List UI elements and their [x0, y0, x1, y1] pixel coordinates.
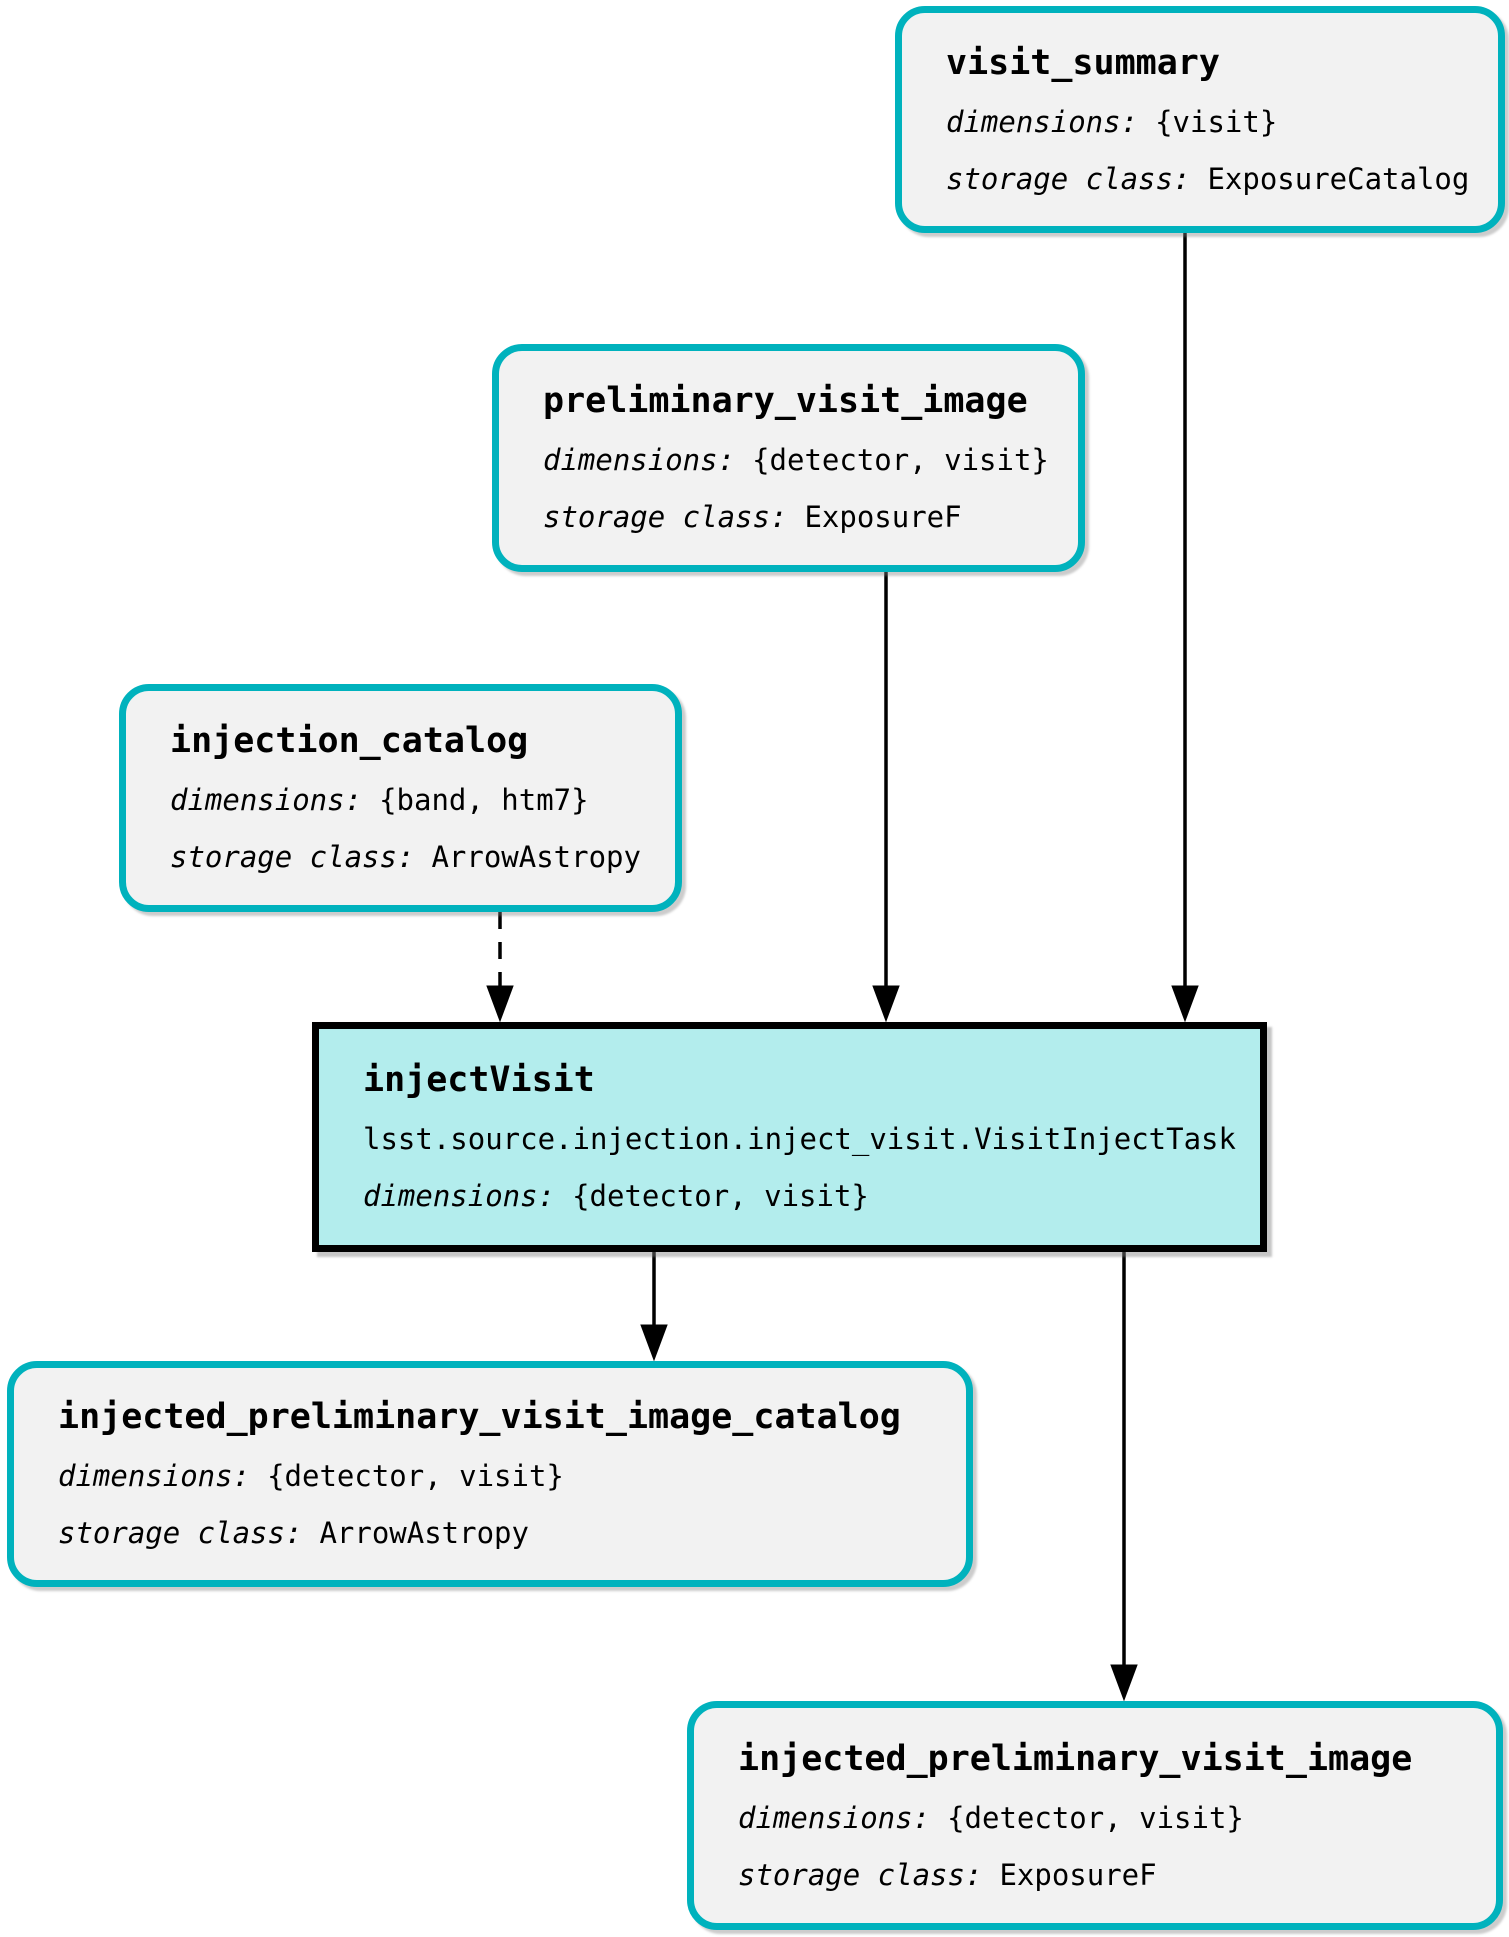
storage-class-value: ArrowAstropy: [319, 1516, 529, 1551]
dimensions-label: dimensions:: [738, 1800, 931, 1835]
node-title: preliminary_visit_image: [543, 381, 1028, 422]
node-dimensions: dimensions: {detector, visit}: [738, 1801, 1452, 1836]
node-dimensions: dimensions: {band, htm7}: [170, 783, 631, 818]
storage-class-value: ArrowAstropy: [431, 840, 641, 875]
dimensions-label: dimensions:: [58, 1459, 251, 1494]
node-storage-class: storage class: ExposureF: [738, 1858, 1452, 1893]
storage-class-value: ExposureCatalog: [1207, 161, 1470, 196]
node-storage-class: storage class: ArrowAstropy: [170, 840, 641, 875]
node-title: injectVisit: [363, 1060, 595, 1101]
storage-class-value: ExposureF: [999, 1857, 1157, 1892]
edge-injectvisit-to-injected-preliminary-visit-image: [1110, 1252, 1138, 1702]
node-injectvisit-task: injectVisit lsst.source.injection.inject…: [312, 1022, 1267, 1252]
node-preliminary-visit-image: preliminary_visit_image dimensions: {dete…: [492, 344, 1085, 572]
node-visit-summary: visit_summary dimensions: {visit} storage…: [895, 6, 1505, 233]
node-injection-catalog: injection_catalog dimensions: {band, htm7…: [119, 684, 682, 912]
node-title: injected_preliminary_visit_image_catalog: [58, 1397, 901, 1438]
dimensions-value: {detector, visit}: [267, 1459, 564, 1494]
dimensions-value: {detector, visit}: [947, 1800, 1244, 1835]
node-storage-class: storage class: ExposureCatalog: [946, 161, 1469, 197]
task-class-path: lsst.source.injection.inject_visit.Visit…: [363, 1122, 1236, 1157]
node-injected-preliminary-visit-image-catalog: injected_preliminary_visit_image_catalog…: [7, 1361, 973, 1587]
node-injected-preliminary-visit-image: injected_preliminary_visit_image dimensi…: [687, 1701, 1503, 1930]
edge-preliminary-visit-image-to-injectvisit: [872, 572, 900, 1023]
node-storage-class: storage class: ExposureF: [543, 500, 1034, 535]
dimensions-value: {detector, visit}: [572, 1179, 869, 1214]
storage-class-label: storage class:: [58, 1516, 303, 1551]
dimensions-label: dimensions:: [363, 1179, 556, 1214]
dimensions-value: {band, htm7}: [379, 783, 589, 818]
edge-injection-catalog-to-injectvisit: [486, 912, 514, 1023]
storage-class-label: storage class:: [738, 1857, 983, 1892]
edge-injectvisit-to-injected-preliminary-visit-image-catalog: [640, 1252, 668, 1362]
storage-class-label: storage class:: [543, 500, 788, 535]
node-title: visit_summary: [946, 42, 1220, 83]
task-class-value: lsst.source.injection.inject_visit.Visit…: [363, 1122, 1236, 1157]
storage-class-label: storage class:: [946, 161, 1191, 196]
edge-visit-summary-to-injectvisit: [1171, 233, 1199, 1023]
node-dimensions: dimensions: {detector, visit}: [543, 443, 1049, 478]
dimensions-value: {visit}: [1155, 104, 1278, 139]
dimensions-label: dimensions:: [946, 104, 1139, 139]
dimensions-label: dimensions:: [543, 443, 736, 478]
dimensions-label: dimensions:: [170, 783, 363, 818]
node-dimensions: dimensions: {visit}: [946, 105, 1454, 140]
node-title: injected_preliminary_visit_image: [738, 1738, 1413, 1779]
node-dimensions: dimensions: {detector, visit}: [363, 1179, 1216, 1214]
storage-class-value: ExposureF: [804, 500, 962, 535]
node-title: injection_catalog: [170, 721, 529, 762]
dimensions-value: {detector, visit}: [752, 443, 1049, 478]
node-dimensions: dimensions: {detector, visit}: [58, 1459, 922, 1494]
storage-class-label: storage class:: [170, 840, 415, 875]
node-storage-class: storage class: ArrowAstropy: [58, 1516, 922, 1551]
